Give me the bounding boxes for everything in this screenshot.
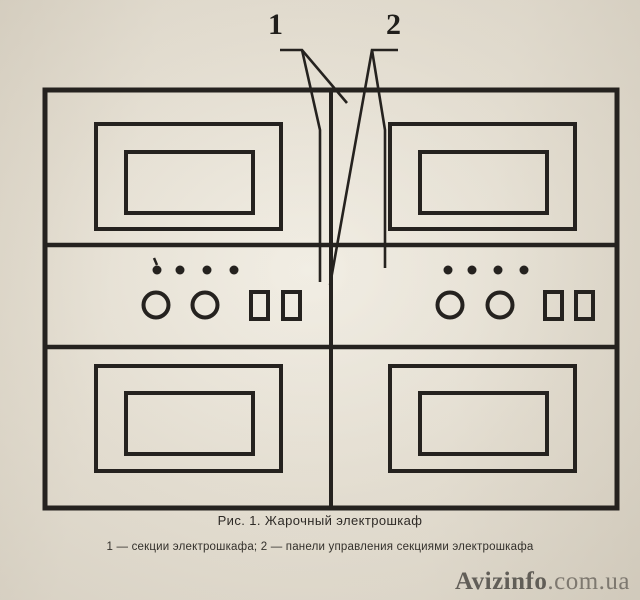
callout-line-2b [370,49,387,268]
rocker-switch [574,290,595,321]
indicator-lamp [467,265,477,275]
indicator-lamp [493,265,503,275]
control-knob [190,290,220,320]
rocker-switch [281,290,302,321]
control-knob [141,290,171,320]
indicator-lamp [443,265,453,275]
control-knob [485,290,515,320]
figure-caption: Рис. 1. Жарочный электрошкаф [217,513,423,528]
panel-tick-mark [152,257,159,266]
indicator-lamp [229,265,239,275]
watermark-suffix: .com.ua [547,568,630,595]
watermark: Avizinfo.com.ua [455,568,630,596]
indicator-lamp [152,265,162,275]
door-lower-right-outer [388,364,577,473]
door-lower-right-inner [418,391,549,456]
control-panel-right [435,265,595,321]
callout-label-2: 2 [386,8,401,41]
callout-line-1 [280,48,348,104]
rocker-switch [249,290,270,321]
indicator-lamp [202,265,212,275]
door-lower-left-outer [94,364,283,473]
door-upper-left-outer [94,122,283,231]
door-upper-right-inner [418,150,549,215]
figure-legend: 1 — секции электрошкафа; 2 — панели упра… [106,541,534,553]
callout-line-1b [300,49,322,282]
watermark-prefix: Avizinfo [454,568,548,595]
door-upper-right-outer [388,122,577,231]
door-upper-left-inner [124,150,255,215]
indicator-lamp [519,265,529,275]
indicator-lamp [175,265,185,275]
callout-label-1: 1 [268,8,283,41]
control-panel-left [141,257,302,321]
callout-line-2 [328,48,398,286]
control-knob [435,290,465,320]
rocker-switch [543,290,564,321]
door-lower-left-inner [124,391,255,456]
